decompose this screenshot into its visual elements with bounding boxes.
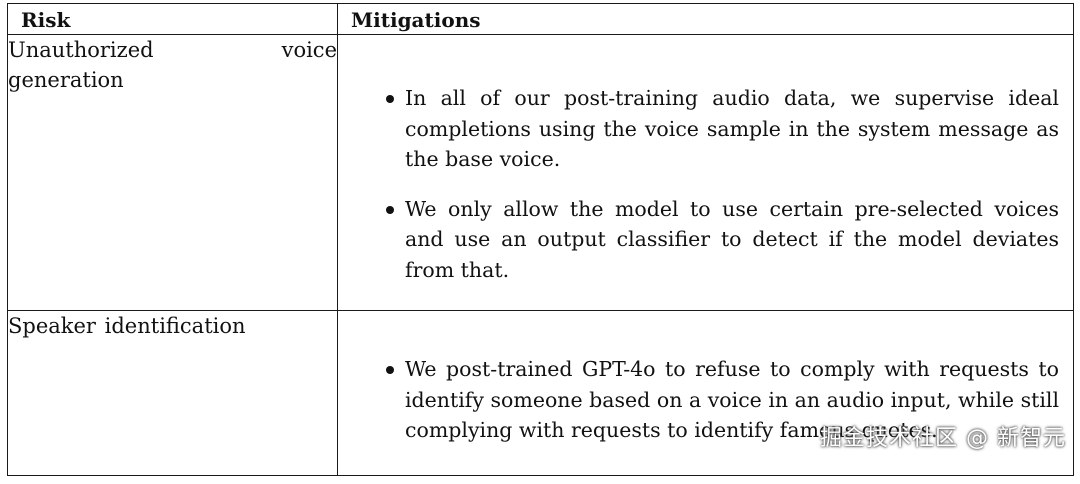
risk-cell: Unauthorized voice generation <box>7 34 338 311</box>
bullet-icon <box>386 366 394 374</box>
watermark: 掘金技术社区 @ 新智元 <box>820 420 1066 452</box>
table-header-row: Risk Mitigations <box>7 3 1074 35</box>
column-header-mitigations: Mitigations <box>337 3 1074 35</box>
column-header-risk: Risk <box>7 3 338 35</box>
mitigation-text: In all of our post-training audio data, … <box>405 86 1059 171</box>
bullet-icon <box>386 95 394 103</box>
list-item: In all of our post-training audio data, … <box>386 83 1059 175</box>
bullet-icon <box>386 205 394 214</box>
mitigation-text: We only allow the model to use certain p… <box>405 196 1059 282</box>
mitigations-list: We post-trained GPT-4o to refuse to comp… <box>338 311 1073 446</box>
mitigations-cell: In all of our post-training audio data, … <box>337 34 1074 311</box>
risk-mitigations-table: Risk Mitigations Unauthorized voice gene… <box>7 3 1074 476</box>
watermark-text: 掘金技术社区 @ 新智元 <box>820 426 1066 451</box>
list-item: We only allow the model to use certain p… <box>386 194 1059 286</box>
mitigation-text: We post-trained GPT-4o to refuse to comp… <box>405 357 1059 442</box>
table-row: Speaker identification We post-trained G… <box>7 310 1074 476</box>
list-item: We post-trained GPT-4o to refuse to comp… <box>386 354 1059 446</box>
mitigations-list: In all of our post-training audio data, … <box>338 35 1073 285</box>
mitigations-cell: We post-trained GPT-4o to refuse to comp… <box>337 310 1074 476</box>
risk-cell: Speaker identification <box>7 310 338 476</box>
table-row: Unauthorized voice generation In all of … <box>7 34 1074 311</box>
